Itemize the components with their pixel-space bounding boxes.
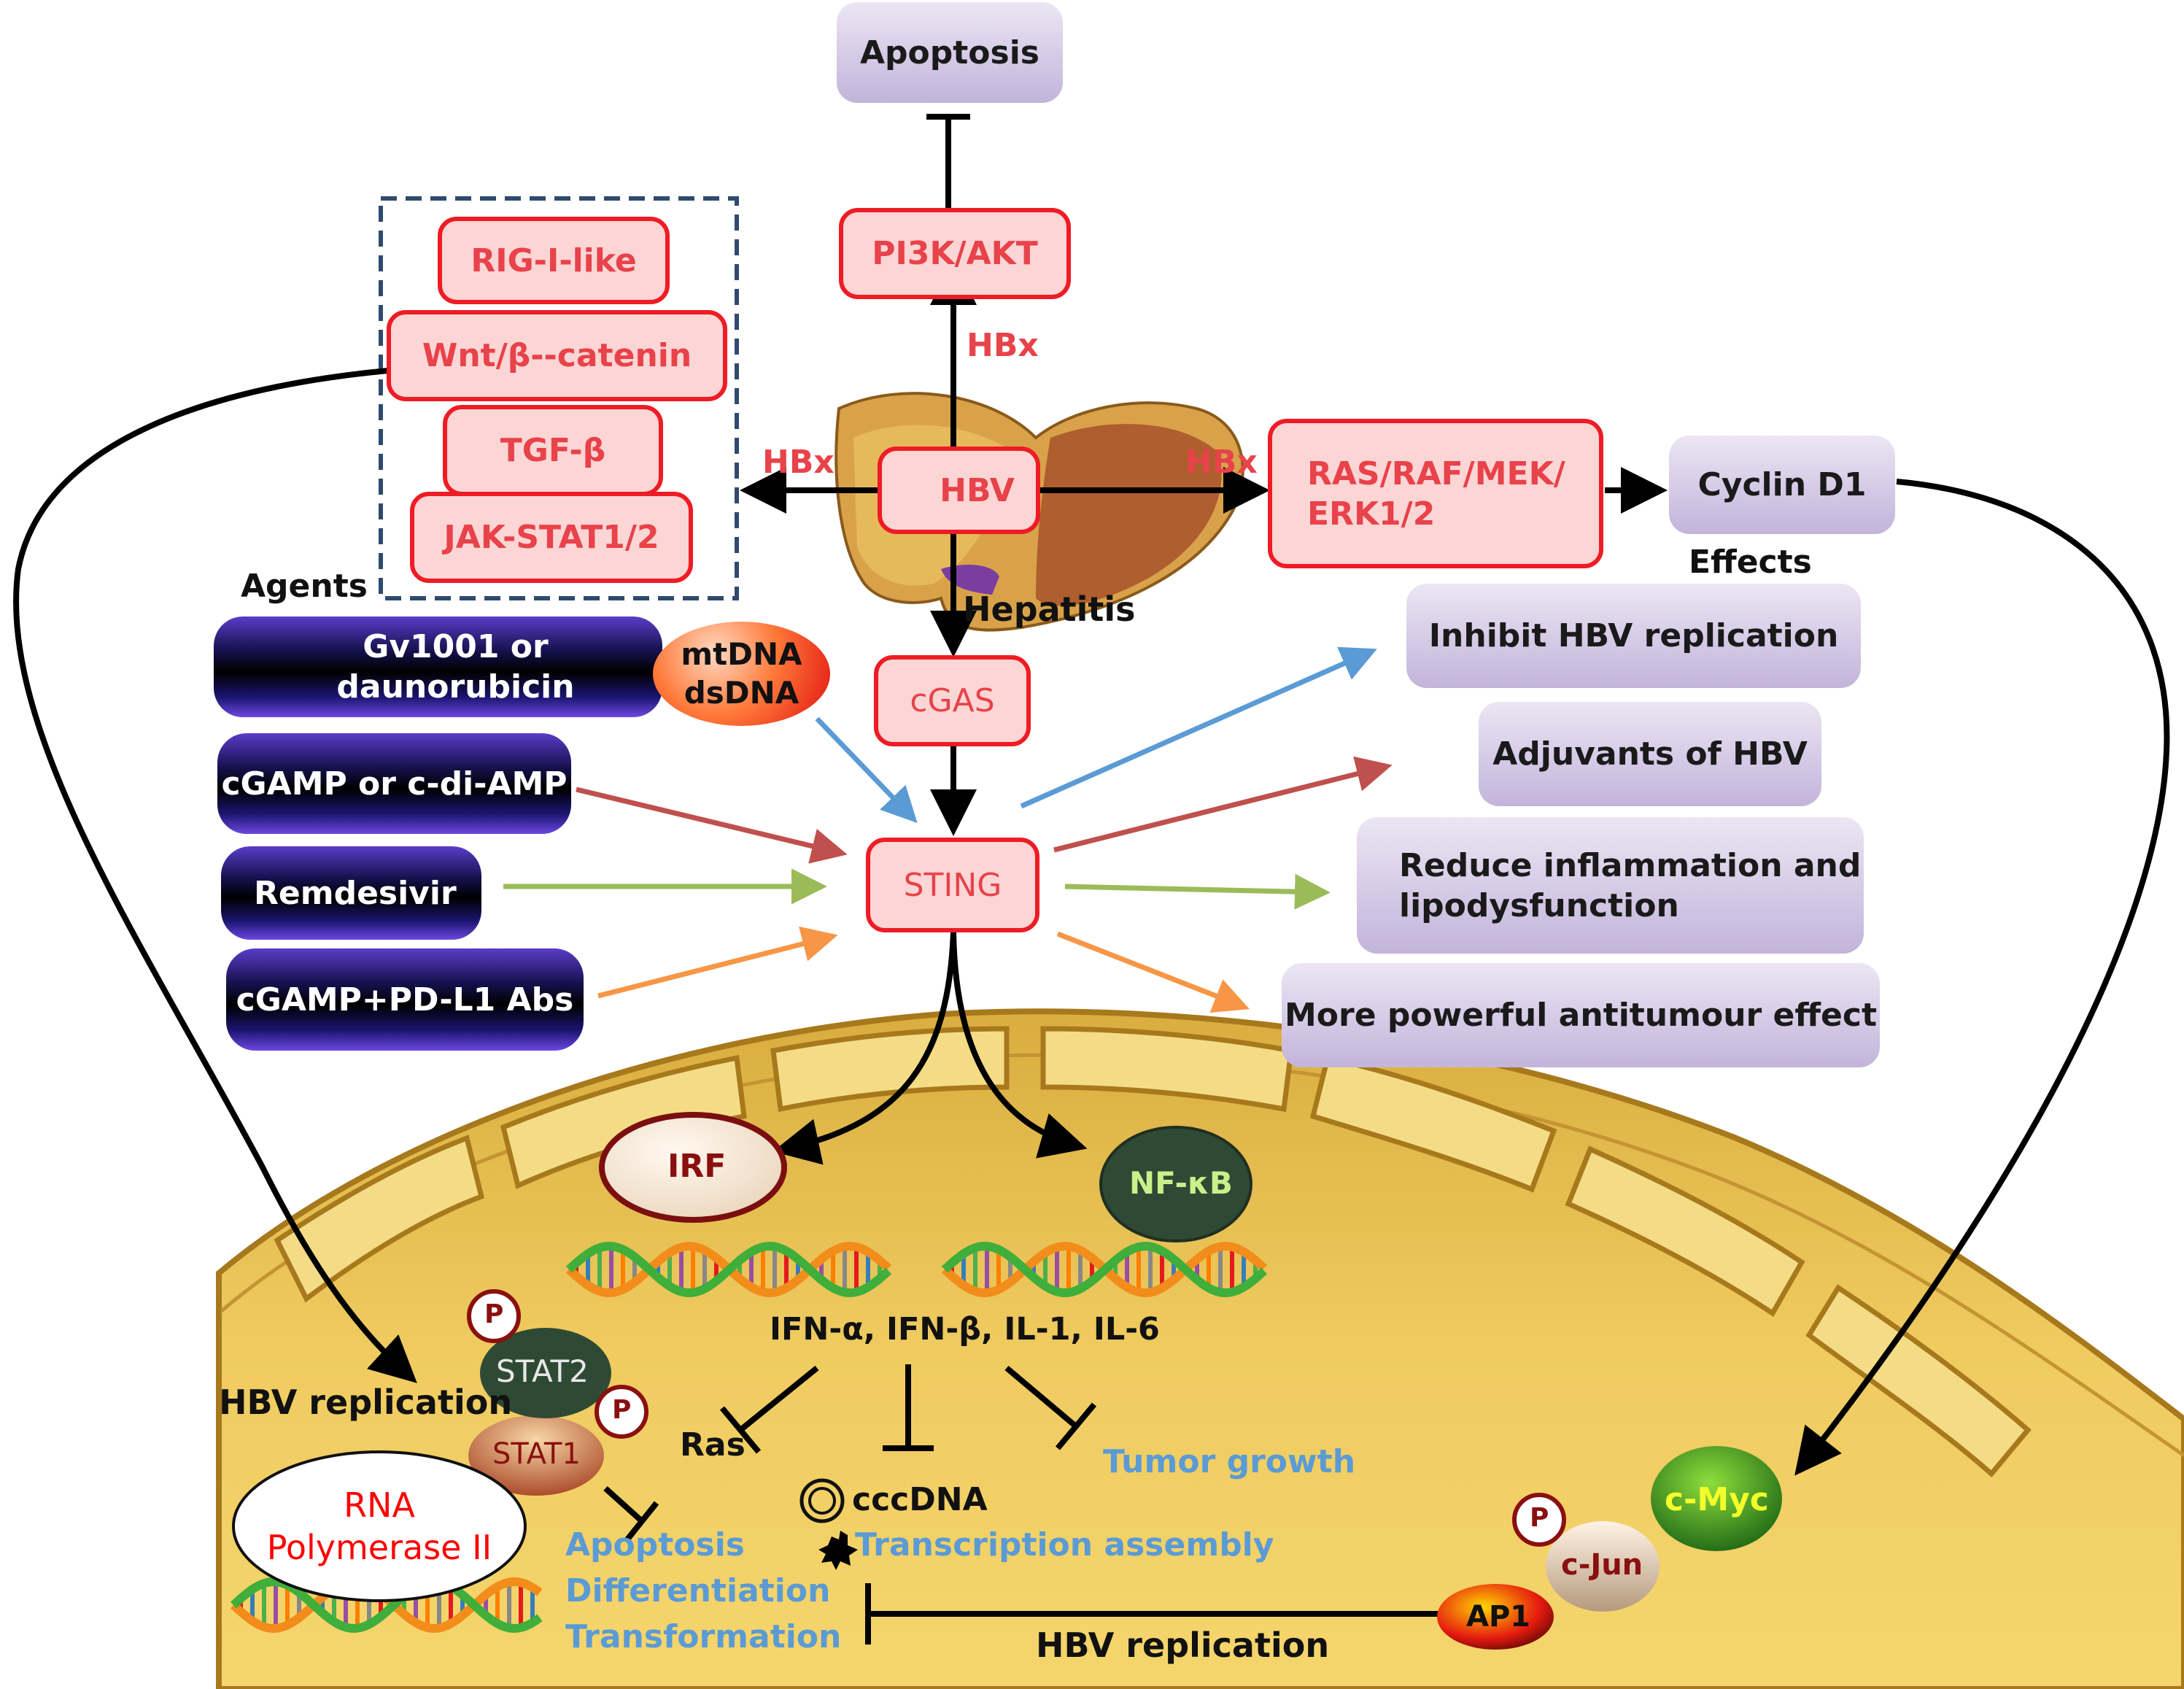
hbx-label-left: HBx: [762, 444, 835, 481]
agent-cgamp-pdl1: cGAMP+PD-L1 Abs: [226, 948, 584, 1051]
mtdna-dsdna-oval: mtDNA dsDNA: [653, 622, 830, 726]
stat2-shape: [480, 1328, 611, 1418]
effect-reduce-line2: lipodysfunction: [1399, 886, 1679, 924]
cccdna-icon-inner: [808, 1487, 836, 1515]
stat1-label: STAT1: [492, 1437, 581, 1471]
nfkb-shape: [1099, 1126, 1252, 1242]
tumor-growth-label: Tumor growth: [1103, 1443, 1356, 1480]
nfkb-label: NF-κB: [1129, 1165, 1233, 1201]
cmyc-shape: [1651, 1446, 1782, 1551]
phospho-circle: [1512, 1493, 1566, 1547]
hbv-box: HBV: [878, 447, 1040, 534]
effect-reduce-line1: Reduce inflammation and: [1399, 846, 1862, 884]
cjun-shape: [1546, 1521, 1660, 1612]
rna-polymerase-shape: [232, 1450, 527, 1602]
ras-label: Ras: [680, 1426, 746, 1464]
rna-polymerase-line1: RNA: [344, 1485, 415, 1525]
cjun-label: c-Jun: [1561, 1548, 1643, 1582]
cyclin-d1-box: Cyclin D1: [1669, 436, 1895, 534]
pi3k-akt-box: PI3K/AKT: [839, 208, 1071, 299]
phospho-p-label: P: [612, 1395, 632, 1425]
ap1-label: AP1: [1466, 1600, 1531, 1634]
stat1-shape: [468, 1415, 604, 1496]
cytokines-label: IFN-α, IFN-β, IL-1, IL-6: [770, 1311, 1160, 1348]
differentiation-label: Differentiation: [565, 1572, 831, 1609]
ap1-shape: [1437, 1584, 1554, 1650]
effect-adjuvants: Adjuvants of HBV: [1479, 702, 1821, 806]
effects-header: Effects: [1689, 544, 1812, 581]
dsdna-label: dsDNA: [684, 674, 799, 711]
cgas-box: cGAS: [874, 655, 1031, 746]
hepatitis-label: Hepatitis: [963, 590, 1136, 629]
hbx-label-up: HBx: [967, 327, 1039, 364]
dna-strand: [565, 1241, 892, 1298]
mtdna-label: mtDNA: [681, 636, 802, 672]
star-icon: [818, 1531, 858, 1570]
phospho-circle: [467, 1289, 521, 1343]
agent-remdesivir: Remdesivir: [221, 846, 481, 940]
cmyc-label: c-Myc: [1665, 1481, 1769, 1518]
irf-label: IRF: [667, 1148, 727, 1185]
rna-polymerase-line2: Polymerase II: [266, 1527, 492, 1567]
effect-inhibit-hbv: Inhibit HBV replication: [1406, 584, 1861, 688]
cccdna-icon: [799, 1478, 845, 1523]
apoptosis-outcome-label: Apoptosis: [565, 1526, 745, 1564]
connector-arrows: [13, 114, 2170, 1644]
agent-gv1001: Gv1001 or daunorubicin: [214, 617, 662, 717]
agent-arrows: [503, 716, 918, 999]
agents-header: Agents: [241, 568, 368, 605]
pathway-wnt-catenin: Wnt/β--catenin: [387, 310, 727, 401]
pathway-jak-stat: JAK-STAT1/2: [410, 492, 693, 583]
stat2-label: STAT2: [496, 1353, 589, 1389]
cccdna-label: cccDNA: [852, 1481, 988, 1518]
phospho-p-label: P: [484, 1299, 504, 1329]
sting-box: STING: [866, 838, 1039, 932]
pathway-group-outline: [379, 196, 739, 600]
ras-line2: ERK1/2: [1307, 495, 1436, 533]
effect-arrows: [1020, 646, 1393, 1013]
effect-reduce-inflammation: Reduce inflammation and lipodysfunction: [1357, 817, 1864, 954]
pathway-rig-i-like: RIG-I-like: [438, 217, 670, 304]
irf-shape: [599, 1112, 787, 1223]
transformation-label: Transformation: [565, 1618, 842, 1655]
ras-line1: RAS/RAF/MEK/: [1307, 455, 1565, 492]
dna-strand: [941, 1241, 1268, 1298]
apoptosis-box: Apoptosis: [837, 2, 1063, 103]
hbv-replication-bottom-label: HBV replication: [1036, 1626, 1330, 1665]
phospho-p-label: P: [1530, 1503, 1549, 1533]
membrane-compartments: [274, 1026, 2032, 1477]
hbv-replication-left-label: HBV replication: [219, 1383, 513, 1422]
ras-raf-mek-erk-box: RAS/RAF/MEK/ ERK1/2: [1268, 419, 1603, 568]
effect-antitumour: More powerful antitumour effect: [1282, 963, 1880, 1067]
phospho-circle: [595, 1385, 648, 1439]
hbx-label-right: HBx: [1185, 444, 1258, 481]
transcription-assembly-label: Transcription assembly: [855, 1526, 1274, 1564]
rna-polymerase-label: RNA Polymerase II: [237, 1481, 522, 1572]
pathway-tgf-beta: TGF-β: [443, 405, 663, 496]
agent-cgamp: cGAMP or c-di-AMP: [217, 733, 571, 834]
